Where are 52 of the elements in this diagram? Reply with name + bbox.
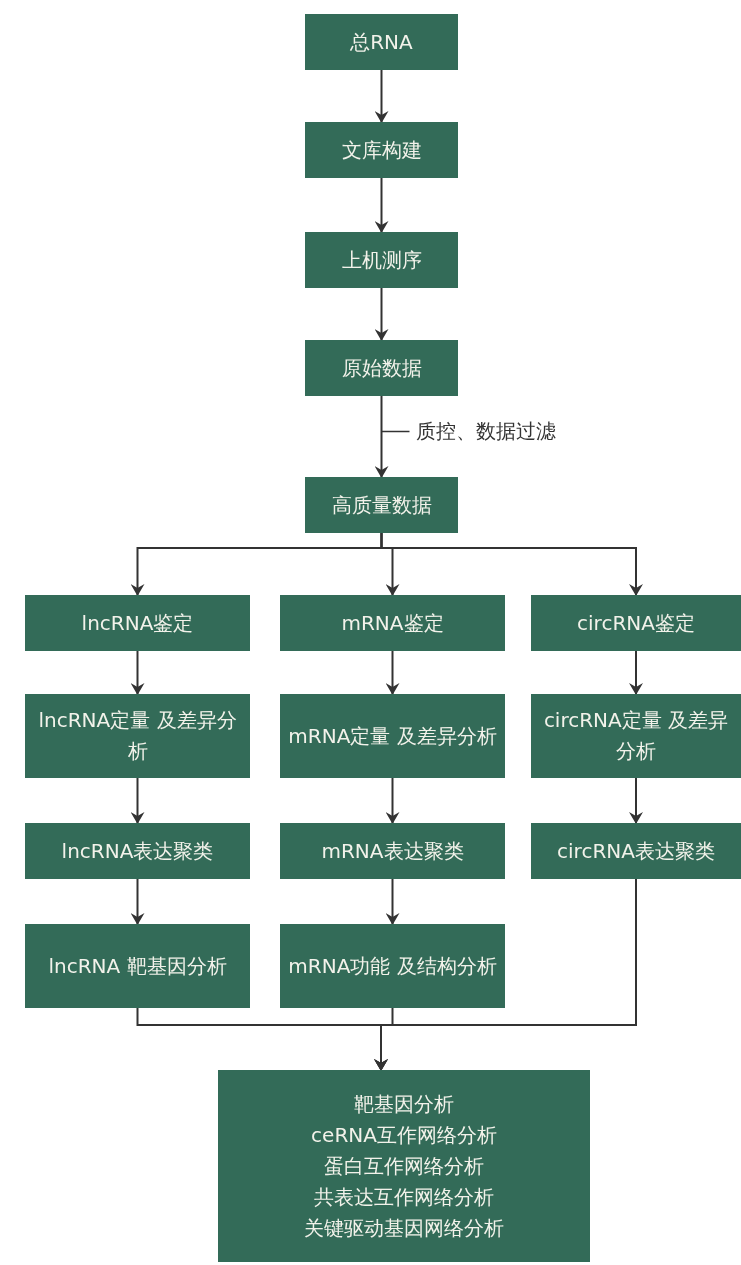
arrow bbox=[629, 777, 643, 824]
box-text: circRNA鉴定 bbox=[577, 609, 695, 637]
process-box bbox=[305, 340, 458, 396]
box-text: 靶基因分析 bbox=[354, 1090, 454, 1118]
box-text: 关键驱动基因网络分析 bbox=[304, 1214, 504, 1242]
arrow bbox=[130, 878, 145, 925]
arrow bbox=[374, 287, 389, 341]
arrow bbox=[130, 777, 145, 824]
arrow bbox=[374, 395, 389, 478]
process-box bbox=[25, 823, 250, 879]
process-box bbox=[531, 595, 741, 651]
process-box bbox=[218, 1070, 590, 1262]
process-box bbox=[280, 595, 505, 651]
box-text: mRNA功能 及结构分析 bbox=[288, 952, 497, 980]
process-box bbox=[280, 924, 505, 1008]
process-box bbox=[25, 924, 250, 1008]
box-text: 共表达互作网络分析 bbox=[314, 1183, 494, 1211]
arrow bbox=[380, 532, 643, 596]
arrow bbox=[385, 777, 400, 824]
box-text: 高质量数据 bbox=[331, 491, 432, 519]
box-text: ceRNA互作网络分析 bbox=[311, 1121, 497, 1149]
process-box bbox=[305, 14, 458, 70]
box-text: circRNA表达聚类 bbox=[557, 837, 715, 865]
process-box bbox=[531, 694, 741, 778]
process-box bbox=[280, 823, 505, 879]
box-text: 上机测序 bbox=[341, 246, 422, 274]
process-box bbox=[531, 823, 741, 879]
arrow bbox=[385, 650, 400, 695]
box-text: 蛋白互作网络分析 bbox=[324, 1152, 484, 1180]
arrow bbox=[374, 69, 389, 123]
arrow bbox=[385, 878, 400, 925]
box-text: mRNA表达聚类 bbox=[321, 837, 464, 865]
process-box bbox=[25, 595, 250, 651]
process-box bbox=[25, 694, 250, 778]
box-text: lncRNA定量 及差异分析 bbox=[37, 707, 238, 765]
arrow bbox=[374, 878, 637, 1071]
box-text: lncRNA表达聚类 bbox=[61, 837, 214, 865]
box-text: circRNA定量 及差异分析 bbox=[542, 707, 730, 765]
box-text: mRNA定量 及差异分析 bbox=[288, 722, 497, 750]
box-text: mRNA鉴定 bbox=[341, 609, 444, 637]
box-text: lncRNA鉴定 bbox=[81, 609, 194, 637]
arrow bbox=[374, 177, 389, 233]
process-box bbox=[305, 477, 458, 533]
box-text: 文库构建 bbox=[341, 136, 422, 164]
process-box bbox=[305, 122, 458, 178]
arrow bbox=[130, 650, 145, 695]
box-text: 总RNA bbox=[350, 28, 413, 56]
process-box bbox=[280, 694, 505, 778]
box-text: 原始数据 bbox=[341, 354, 422, 382]
process-box bbox=[305, 232, 458, 288]
box-text: lncRNA 靶基因分析 bbox=[48, 952, 227, 980]
arrow bbox=[629, 650, 643, 695]
